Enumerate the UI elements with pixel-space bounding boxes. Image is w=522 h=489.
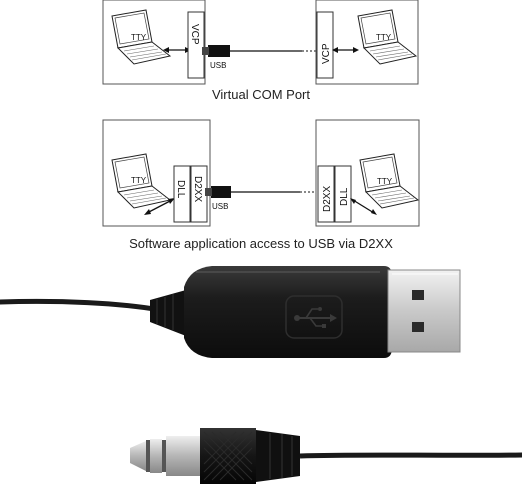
usb-connector-hole: [412, 290, 424, 300]
double-arrow-icon: [163, 47, 191, 53]
usb-plug-icon: [202, 45, 316, 57]
d2xx-left-tty-label: TTY: [131, 176, 147, 185]
vcp-right-frame: [315, 0, 419, 85]
vcp-left-frame: [102, 0, 206, 85]
vcp-caption: Virtual COM Port: [212, 87, 310, 102]
vcp-usb-label: USB: [210, 61, 226, 70]
usb-plug-body: [184, 266, 392, 358]
d2xx-left-d2xx-label: D2XX: [192, 176, 203, 202]
usb-metal-connector: [387, 269, 461, 353]
vcp-left-driver-box: [187, 11, 205, 79]
d2xx-right-tty-label: TTY: [377, 177, 393, 186]
d2xx-right-d2xx-label: D2XX: [322, 186, 333, 212]
d2xx-left-frame: [102, 119, 211, 227]
usb-cable-illustration: [0, 266, 461, 358]
vcp-right-driver-label: VCP: [321, 43, 332, 64]
vcp-right-driver-box: [316, 11, 334, 79]
double-arrow-icon: [144, 198, 175, 215]
d2xx-right-dll-label: DLL: [339, 187, 350, 206]
d2xx-right-frame: [315, 119, 420, 227]
usb-strain-relief: [150, 290, 186, 336]
jack-sleeve: [166, 436, 200, 476]
double-arrow-icon: [332, 47, 359, 53]
jack-grip-texture: [203, 431, 253, 481]
d2xx-diagram: TTY DLL D2XX USB D2XX DLL TTY Software: [102, 119, 420, 251]
d2xx-right-d2xx-box: [317, 165, 335, 223]
usb-connector-hole: [412, 322, 424, 332]
jack-ring: [150, 439, 162, 473]
jack-tip: [130, 441, 146, 471]
audio-jack-illustration: [130, 428, 522, 484]
usb-trident-icon: [285, 295, 343, 339]
vcp-diagram: TTY VCP USB VCP TTY Virtual COM Port: [102, 0, 419, 102]
usb-plug-icon: [205, 186, 316, 198]
d2xx-left-dll-box: [173, 165, 191, 223]
double-arrow-icon: [350, 198, 377, 215]
vcp-right-tty-label: TTY: [376, 33, 392, 42]
d2xx-caption: Software application access to USB via D…: [129, 236, 393, 251]
vcp-left-driver-label: VCP: [189, 24, 200, 45]
jack-cable-wire: [299, 452, 522, 459]
d2xx-right-dll-box: [334, 165, 352, 223]
usb-cable-wire: [0, 298, 163, 313]
jack-strain-relief: [256, 430, 300, 482]
d2xx-left-dll-label: DLL: [175, 180, 186, 199]
d2xx-usb-label: USB: [212, 202, 228, 211]
vcp-left-tty-label: TTY: [131, 33, 147, 42]
